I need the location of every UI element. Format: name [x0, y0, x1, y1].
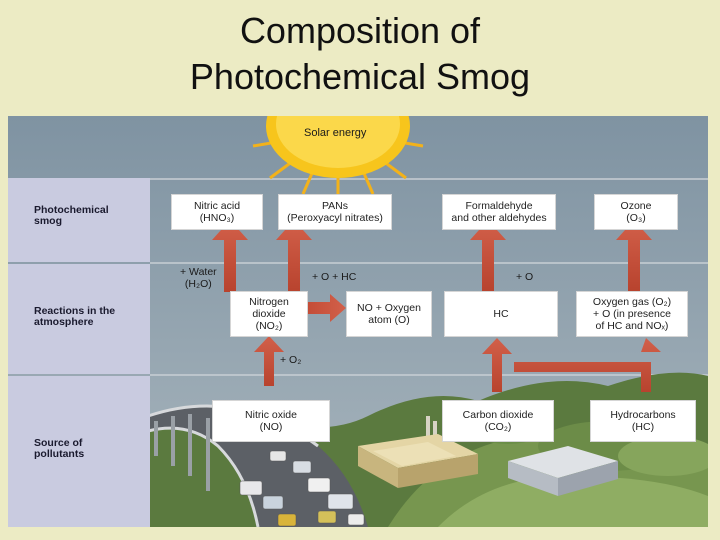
box-formaldehyde: Formaldehyde and other aldehydes [442, 194, 556, 230]
nitric-oxide-label: Nitric oxide [245, 409, 297, 421]
hydrocarbons-formula: (HC) [610, 421, 675, 433]
pans-description: (Peroxyacyl nitrates) [287, 212, 383, 224]
row-label-photochemical-smog: Photochemical smog [34, 205, 134, 227]
water-label: + Water [180, 266, 217, 278]
box-pans: PANs (Peroxyacyl nitrates) [278, 194, 392, 230]
no-oxygen-label: NO + Oxygen [357, 302, 421, 314]
oxygen-gas-label: Oxygen gas (O₂) [593, 296, 671, 308]
oxygen-atom-label: atom (O) [357, 314, 421, 326]
box-nitric-oxide: Nitric oxide (NO) [212, 400, 330, 442]
annotation-o-hc: + O + HC [312, 271, 356, 283]
hydrocarbons-label: Hydrocarbons [610, 409, 675, 421]
nitrogen-dioxide-label-2: dioxide [249, 308, 289, 320]
ozone-label: Ozone [621, 200, 652, 212]
box-carbon-dioxide: Carbon dioxide (CO₂) [442, 400, 554, 442]
annotation-o: + O [516, 271, 533, 283]
solar-energy-label: Solar energy [304, 127, 366, 139]
slide-title: Composition of Photochemical Smog [0, 8, 720, 100]
annotation-water: + Water (H₂O) [180, 266, 217, 290]
title-line-1: Composition of [0, 8, 720, 54]
pans-label: PANs [287, 200, 383, 212]
nitrogen-dioxide-formula: (NO₂) [249, 320, 289, 332]
nitric-acid-formula: (HNO₃) [194, 212, 240, 224]
box-nitric-acid: Nitric acid (HNO₃) [171, 194, 263, 230]
row-label-reactions: Reactions in the atmosphere [34, 306, 134, 328]
nitrogen-dioxide-label-1: Nitrogen [249, 296, 289, 308]
box-no-oxygen: NO + Oxygen atom (O) [346, 291, 432, 337]
water-formula: (H₂O) [180, 278, 217, 290]
box-oxygen-gas: Oxygen gas (O₂) + O (in presence of HC a… [576, 291, 688, 337]
box-nitrogen-dioxide: Nitrogen dioxide (NO₂) [230, 291, 308, 337]
hc-label: HC [493, 308, 508, 320]
smog-diagram: Solar energy Photochemical smog Reaction… [8, 116, 708, 527]
formaldehyde-label: Formaldehyde [451, 200, 546, 212]
title-line-2: Photochemical Smog [0, 54, 720, 100]
oxygen-presence-label: + O (in presence [593, 308, 671, 320]
box-ozone: Ozone (O₃) [594, 194, 678, 230]
hc-nox-label: of HC and NOₓ) [593, 320, 671, 332]
row-label-bg-middle: Reactions in the atmosphere [8, 264, 150, 374]
nitric-oxide-formula: (NO) [245, 421, 297, 433]
row-label-sources: Source of pollutants [34, 438, 104, 460]
carbon-dioxide-formula: (CO₂) [463, 421, 534, 433]
box-hydrocarbons: Hydrocarbons (HC) [590, 400, 696, 442]
aldehydes-label: and other aldehydes [451, 212, 546, 224]
nitric-acid-label: Nitric acid [194, 200, 240, 212]
row-label-bg-top: Photochemical smog [8, 178, 150, 262]
box-hc: HC [444, 291, 558, 337]
row-label-bg-bottom: Source of pollutants [8, 376, 150, 527]
ozone-formula: (O₃) [621, 212, 652, 224]
annotation-o2: + O₂ [280, 354, 301, 366]
carbon-dioxide-label: Carbon dioxide [463, 409, 534, 421]
